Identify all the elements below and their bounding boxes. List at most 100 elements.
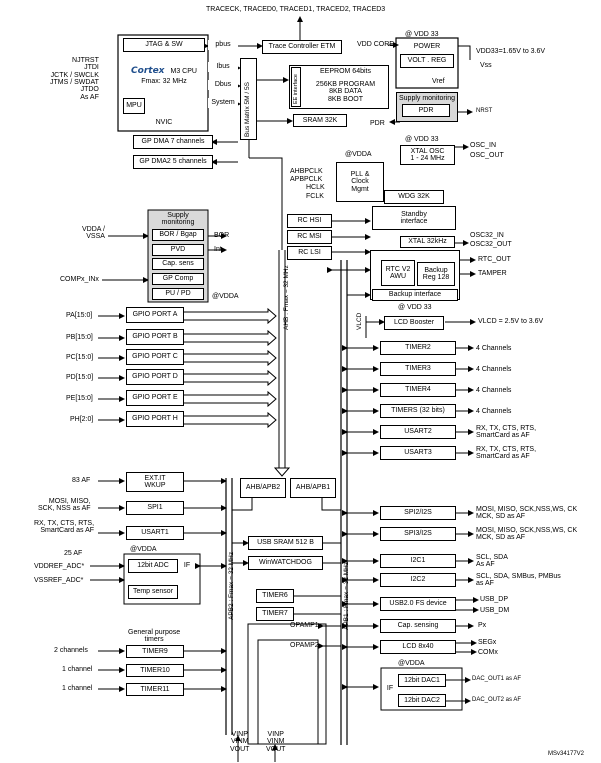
gpio-port-b: GPIO PORT B — [126, 329, 184, 345]
comx-label: COMx — [478, 649, 498, 656]
timer10-channels: 1 channel — [62, 666, 93, 673]
ibus-label: Ibus — [208, 62, 238, 72]
bor-bgap-box: BOR / Bgap — [152, 229, 204, 241]
cpu-label: M3 CPU — [170, 67, 197, 75]
gpio-port-c: GPIO PORT C — [126, 349, 184, 365]
vref-label: Vref — [432, 78, 445, 85]
spi3-pins: MOSI, MISO, SCK,NSS,WS, CK MCK, SD as AF — [476, 527, 578, 542]
int-label: Int — [214, 246, 222, 253]
opamp1-label: OPAMP1 — [290, 622, 319, 629]
timers32-channels: 4 Channels — [476, 408, 512, 415]
gpio-port-a: GPIO PORT A — [126, 307, 184, 323]
af83-label: 83 AF — [72, 477, 91, 484]
usb-device-box: USB2.0 FS device — [380, 597, 456, 611]
bus-matrix-label: Bus Matrix 5M / 5S — [244, 82, 251, 137]
compx-label: COMPx_INx — [60, 276, 99, 283]
vdd-core-label: VDD CORE — [357, 41, 394, 48]
usart1-pins: RX, TX, CTS, RTS, SmartCard as AF — [34, 520, 95, 535]
timer9-channels: 2 channels — [54, 647, 88, 654]
apb1-bus-label: APB1 : Fmax = 32 MHz — [343, 561, 350, 630]
pc-label: PC[15:0] — [66, 354, 94, 361]
mpu-box: MPU — [123, 98, 145, 114]
dma1-box: GP DMA 7 channels — [133, 135, 213, 149]
adc-if-label: IF — [183, 562, 191, 570]
dma2-box: GP DMA2 5 channels — [133, 155, 213, 169]
timer11-box: TIMER11 — [126, 683, 184, 696]
vlcd-label: VLCD — [356, 312, 363, 330]
apbpclk-label: APBPCLK — [290, 176, 323, 183]
pe-label: PE[15:0] — [66, 395, 93, 402]
ee-interface-label: EE interface — [293, 74, 299, 104]
wdg-box: WDG 32K — [384, 190, 444, 204]
usb-dp-label: USB_DP — [480, 596, 509, 603]
pb-label: PB[15:0] — [66, 334, 93, 341]
usart1-box: USART1 — [126, 526, 184, 540]
spi3-i2s-box: SPI3/I2S — [380, 527, 456, 541]
supply-mon-title: Supply monitoring — [161, 211, 195, 226]
dac1-box: 12bit DAC1 — [398, 674, 446, 687]
usart2-pins: RX, TX, CTS, RTS, SmartCard as AF — [476, 425, 537, 440]
dac-out2-label: DAC_OUT2 as AF — [472, 697, 522, 703]
i2c2-box: I2C2 — [380, 573, 456, 587]
timer6-box: TIMER6 — [256, 589, 294, 603]
opamp2-pins: VINP VINM VOUT — [266, 731, 286, 753]
ahb-apb2-bridge: AHB/APB2 — [240, 478, 286, 498]
trace-controller-box: Trace Controller ETM — [262, 40, 342, 54]
ee-interface — [291, 67, 301, 107]
pdr-left-label: PDR — [370, 120, 385, 127]
spi2-i2s-box: SPI2/I2S — [380, 506, 456, 520]
timer9-box: TIMER9 — [126, 645, 184, 658]
tamper-label: TAMPER — [478, 270, 507, 277]
usb-sram-box: USB SRAM 512 B — [248, 536, 323, 550]
cortex-logo: Cortex — [131, 65, 165, 76]
dac-if-label: IF — [386, 685, 394, 693]
lcd-8x40-box: LCD 8x40 — [380, 640, 456, 654]
cap-sens-box: Cap. sens — [152, 258, 204, 270]
segx-label: SEGx — [478, 639, 497, 646]
exti-wkup-box: EXT.IT WKUP — [126, 472, 184, 492]
timer4-box: TIMER4 — [380, 383, 456, 397]
fclk-label: FCLK — [306, 193, 324, 200]
pll-clock-box: PLL & Clock Mgmt — [336, 162, 384, 202]
ahb-bus-label: AHB : Fmax = 32 MHz — [283, 265, 290, 330]
pll-vdda: @VDDA — [345, 151, 372, 158]
i2c2-pins: SCL, SDA, SMBus, PMBus as AF — [476, 573, 561, 588]
i2c1-pins: SCL, SDA As AF — [476, 554, 508, 569]
system-label: System — [208, 98, 238, 108]
timer10-box: TIMER10 — [126, 664, 184, 677]
usart3-box: USART3 — [380, 446, 456, 460]
rc-hsi-box: RC HSI — [287, 214, 332, 228]
lcd-booster-box: LCD Booster — [384, 316, 444, 330]
adc-box: 12bit ADC — [128, 559, 178, 573]
vlcd-range: VLCD = 2.5V to 3.6V — [478, 318, 544, 325]
gpio-port-h: GPIO PORT H — [126, 411, 184, 427]
osc-out-label: OSC_OUT — [470, 152, 504, 159]
lcd-vdd33: @ VDD 33 — [398, 304, 432, 311]
ahb-apb1-bridge: AHB/APB1 — [290, 478, 336, 498]
timer3-box: TIMER3 — [380, 362, 456, 376]
pvd-box: PVD — [152, 244, 204, 256]
volt-reg-box: VOLT . REG — [400, 54, 454, 68]
dac-out1-label: DAC_OUT1 as AF — [472, 676, 522, 682]
trace-pins-label: TRACECK, TRACED0, TRACED1, TRACED2, TRAC… — [206, 6, 386, 13]
pu-pd-box: PU / PD — [152, 288, 204, 300]
timer2-channels: 4 Channels — [476, 345, 512, 352]
backup-reg-box: Backup Reg 128 — [417, 262, 455, 286]
af25-label: 25 AF — [64, 550, 83, 557]
dac-vdda: @VDDA — [398, 660, 425, 667]
timer7-box: TIMER7 — [256, 607, 294, 621]
rtc-awu-box: RTC V2 AWU — [381, 260, 415, 286]
figure-reference: MSv34177V2 — [548, 751, 585, 757]
gpio-port-e: GPIO PORT E — [126, 390, 184, 406]
spi1-pins: MOSI, MISO, SCK, NSS as AF — [38, 498, 91, 513]
pdr-box: PDR — [402, 104, 450, 117]
usart2-box: USART2 — [380, 425, 456, 439]
power-vdd33: @ VDD 33 — [405, 31, 439, 38]
bor-label: BOR — [214, 232, 230, 239]
ahbpclk-label: AHBPCLK — [290, 168, 323, 175]
vdd33-range: VDD33=1.65V to 3.6V — [476, 48, 546, 55]
i2c1-box: I2C1 — [380, 554, 456, 568]
nrst-label: NRST — [476, 108, 493, 114]
